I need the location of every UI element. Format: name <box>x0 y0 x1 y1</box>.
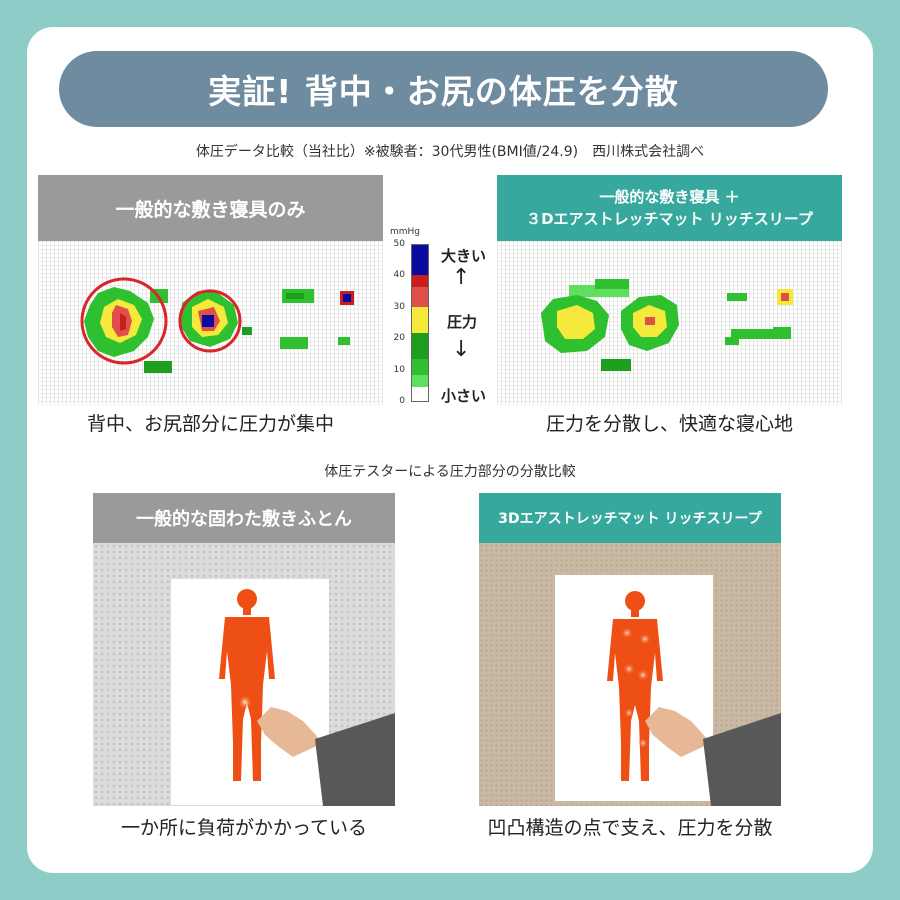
scale-color-bar <box>411 244 429 402</box>
scale-mid-label: 圧力 <box>447 313 478 331</box>
scale-tick: 20 <box>393 333 405 343</box>
left-pressure-panel: 一般的な敷き寝具のみ <box>38 175 383 405</box>
scale-high-label: 大きい <box>441 247 487 265</box>
right-photo <box>479 543 781 806</box>
scale-low-label: 小さい <box>441 387 487 405</box>
left-panel-header: 一般的な敷き寝具のみ <box>38 175 383 241</box>
arrow-up-icon: ↑ <box>452 265 471 290</box>
right-pressure-map <box>497 241 842 405</box>
card: 実証! 背中・お尻の体圧を分散 体圧データ比較（当社比）※被験者：30代男性(B… <box>27 27 873 873</box>
left-pressure-map <box>38 241 383 405</box>
right-panel-header: 一般的な敷き寝具 ＋ ３Dエアストレッチマット リッチスリープ <box>497 175 842 241</box>
left-panel-caption: 背中、お尻部分に圧力が集中 <box>86 413 334 435</box>
right-panel-header-line1: 一般的な敷き寝具 ＋ <box>599 188 740 206</box>
subtitle: 体圧データ比較（当社比）※被験者：30代男性(BMI値/24.9) 西川株式会社… <box>195 144 705 160</box>
scale-tick: 0 <box>399 396 405 406</box>
right-photo-panel: 3Dエアストレッチマット リッチスリープ <box>479 493 781 806</box>
right-pressure-panel: 一般的な敷き寝具 ＋ ３Dエアストレッチマット リッチスリープ <box>497 175 842 405</box>
right-photo-header: 3Dエアストレッチマット リッチスリープ <box>479 493 781 543</box>
left-photo-panel: 一般的な固わた敷きふとん <box>93 493 395 806</box>
scale-tick: 10 <box>393 365 405 375</box>
back-pressure-spot <box>84 287 172 373</box>
back-highlight-circle <box>80 277 168 365</box>
hip-pressure-spot <box>180 291 252 347</box>
left-photo-caption: 一か所に負荷がかかっている <box>120 817 368 839</box>
left-photo-header: 一般的な固わた敷きふとん <box>93 493 395 543</box>
human-silhouette <box>607 591 663 781</box>
section-title: 体圧テスターによる圧力部分の分散比較 <box>324 464 576 480</box>
arrow-down-icon: ↓ <box>452 337 471 362</box>
scale-tick: 50 <box>393 239 405 249</box>
hip-highlight-circle <box>178 289 242 353</box>
scale-tick: 30 <box>393 302 405 312</box>
right-photo-caption: 凹凸構造の点で支え、圧力を分散 <box>487 817 773 839</box>
pressure-scale: mmHg 50 40 30 20 10 0 大きい ↑ 圧力 ↓ 小さい <box>387 227 497 412</box>
left-photo <box>93 543 395 806</box>
right-panel-header-line2: ３Dエアストレッチマット リッチスリープ <box>526 210 813 228</box>
hand <box>257 707 323 757</box>
scale-tick: 40 <box>393 270 405 280</box>
page-title: 実証! 背中・お尻の体圧を分散 <box>59 51 828 127</box>
scale-unit: mmHg <box>390 227 421 237</box>
right-panel-caption: 圧力を分散し、快適な寝心地 <box>545 413 793 435</box>
hand <box>645 707 711 757</box>
